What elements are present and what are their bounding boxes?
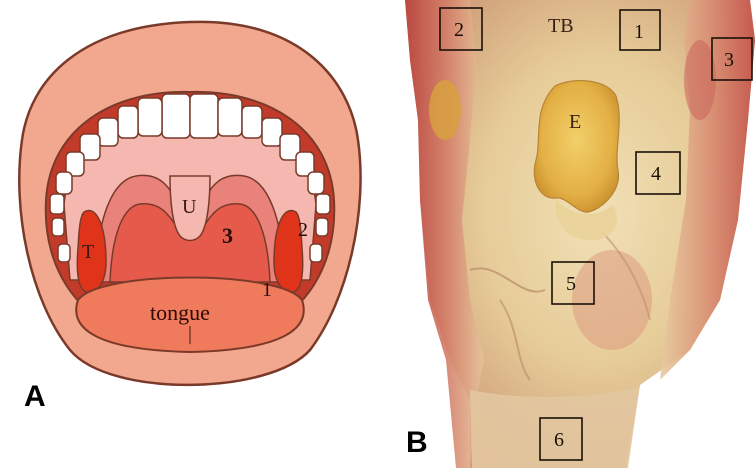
tonsil-label: T bbox=[82, 241, 94, 263]
trachea bbox=[470, 385, 640, 468]
tongue-label: tongue bbox=[150, 300, 210, 325]
label-2: 2 bbox=[298, 219, 308, 241]
panel-a-letter: A bbox=[24, 380, 46, 413]
panel-b-letter: B bbox=[406, 426, 428, 459]
box-1-label: 1 bbox=[634, 21, 644, 43]
uvula-label: U bbox=[182, 196, 197, 218]
label-1: 1 bbox=[262, 279, 272, 301]
panel-a-mouth-diagram: U T 3 2 1 tongue bbox=[19, 22, 360, 385]
label-3: 3 bbox=[222, 223, 233, 248]
box-3-label: 3 bbox=[724, 49, 734, 71]
tissue-mottle bbox=[572, 250, 652, 350]
e-label: E bbox=[569, 111, 581, 133]
box-2-label: 2 bbox=[454, 19, 464, 41]
box-6-label: 6 bbox=[554, 429, 564, 451]
box-4-label: 4 bbox=[651, 163, 661, 185]
epiglottis bbox=[534, 81, 619, 213]
box-5-label: 5 bbox=[566, 273, 576, 295]
tissue-mottle bbox=[429, 80, 461, 140]
panel-b-larynx-photo: TB E 1 2 3 4 5 6 bbox=[405, 0, 755, 468]
tb-label: TB bbox=[548, 15, 574, 37]
